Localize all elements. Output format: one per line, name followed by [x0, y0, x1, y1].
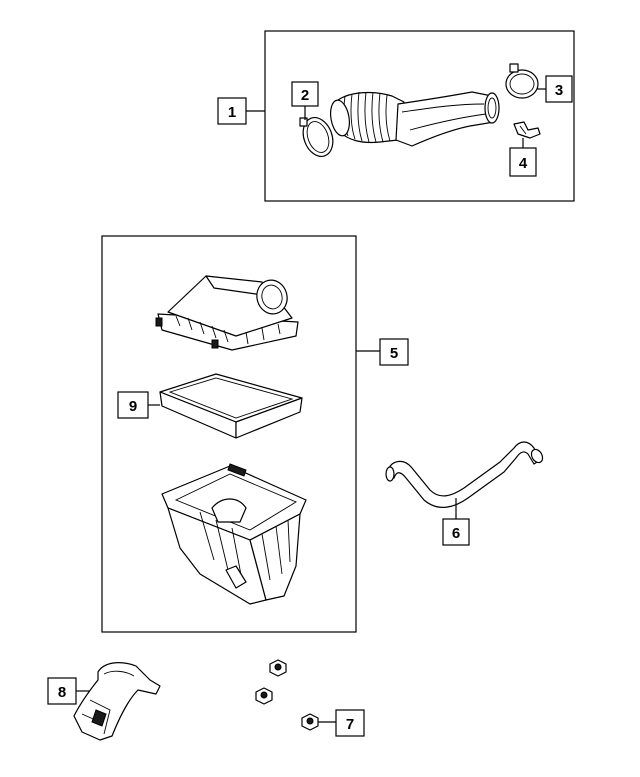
- callout-5-label: 5: [390, 345, 398, 362]
- callout-4-label: 4: [519, 155, 528, 172]
- air-inlet-scoop[interactable]: [73, 662, 161, 741]
- group-box-air-cleaner: [101, 235, 357, 633]
- air-cleaner-housing[interactable]: [161, 463, 307, 605]
- callout-9: 9: [117, 391, 149, 419]
- push-nuts[interactable]: [255, 659, 319, 731]
- air-inlet-duct[interactable]: [328, 91, 500, 147]
- callout-4: 4: [509, 147, 537, 177]
- hose-clamp-inlet[interactable]: [298, 113, 338, 160]
- push-nut-b[interactable]: [255, 687, 273, 705]
- push-nut-a[interactable]: [269, 659, 287, 677]
- crankcase-vent-hose[interactable]: [385, 441, 545, 508]
- callout-6: 6: [442, 518, 470, 546]
- callout-6-label: 6: [452, 525, 460, 542]
- group-box-air-duct: [264, 30, 575, 202]
- callout-2-label: 2: [301, 87, 309, 104]
- callout-7: 7: [335, 709, 365, 737]
- callout-7-label: 7: [346, 716, 354, 733]
- air-temp-sensor[interactable]: [513, 121, 541, 139]
- callout-9-label: 9: [129, 398, 137, 415]
- callout-8-label: 8: [58, 684, 66, 701]
- air-cleaner-cover[interactable]: [155, 275, 299, 351]
- callout-5: 5: [379, 338, 409, 366]
- air-filter[interactable]: [159, 373, 303, 439]
- hose-clamp-outlet[interactable]: [505, 63, 539, 99]
- callout-8: 8: [47, 677, 77, 705]
- callout-3-label: 3: [555, 82, 563, 99]
- callout-1-label: 1: [228, 104, 236, 121]
- push-nut-c[interactable]: [301, 713, 319, 731]
- callout-1: 1: [217, 97, 247, 125]
- callout-3: 3: [545, 75, 573, 103]
- callout-2: 2: [291, 81, 319, 107]
